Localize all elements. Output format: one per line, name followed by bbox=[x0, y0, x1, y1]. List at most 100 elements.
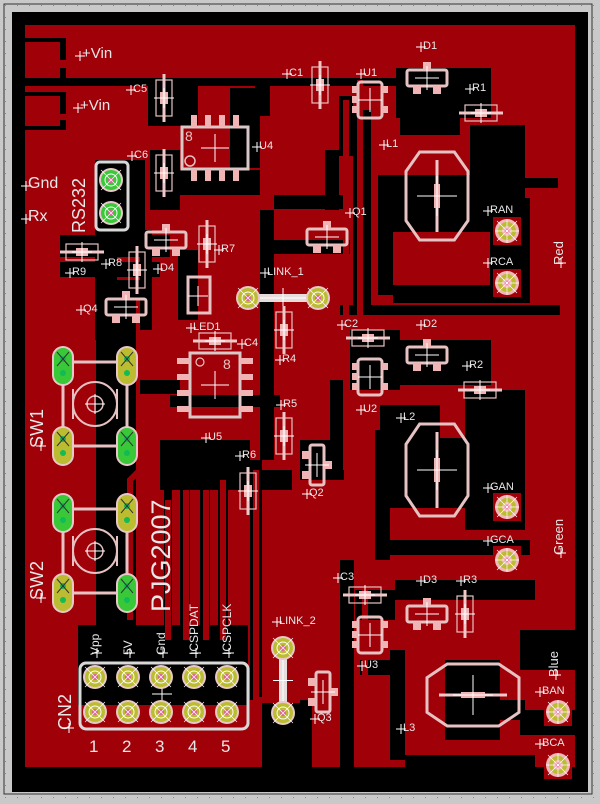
diode-d1[interactable] bbox=[405, 62, 449, 94]
refdes-d2: D2 bbox=[423, 318, 437, 330]
transistor-q3[interactable] bbox=[308, 670, 338, 714]
refdes-u2: U2 bbox=[363, 403, 377, 415]
cn2-pin-number: 3 bbox=[155, 737, 164, 756]
transistor-q1[interactable] bbox=[305, 221, 349, 253]
link-pad[interactable] bbox=[236, 286, 260, 310]
switch-pin-4[interactable] bbox=[116, 493, 138, 533]
resistor-r8[interactable] bbox=[127, 246, 147, 294]
rs232-pin-rx[interactable] bbox=[99, 201, 123, 225]
cn2-pin-5-bottom[interactable] bbox=[215, 700, 239, 724]
cn2-pin-3-top[interactable] bbox=[149, 665, 173, 689]
cn2-pin-5-top[interactable] bbox=[215, 665, 239, 689]
switch-pin-1[interactable] bbox=[52, 573, 74, 613]
rs232-pin-gnd[interactable] bbox=[99, 168, 123, 192]
switch-pin-2[interactable] bbox=[52, 346, 74, 386]
regulator-u1[interactable] bbox=[352, 80, 388, 120]
switch-sw1[interactable] bbox=[61, 360, 129, 448]
refdes-r8: R8 bbox=[108, 257, 122, 269]
refdes-r7: R7 bbox=[221, 243, 235, 255]
refdes-bca: BCA bbox=[542, 737, 565, 749]
refdes-u4: U4 bbox=[259, 140, 273, 152]
resistor-r6[interactable] bbox=[238, 467, 258, 515]
diode-d3[interactable] bbox=[405, 598, 449, 630]
red-label: Red bbox=[551, 241, 566, 265]
ic-u5[interactable]: 8 bbox=[177, 351, 253, 419]
resistor-r3[interactable] bbox=[455, 590, 475, 638]
signature-label: PJG2007 bbox=[146, 499, 176, 612]
refdes-led1: LED1 bbox=[193, 321, 221, 333]
capacitor-c2[interactable] bbox=[346, 328, 390, 348]
pad-bca[interactable] bbox=[544, 751, 572, 779]
switch-sw2[interactable] bbox=[61, 507, 129, 595]
diode-d4[interactable] bbox=[144, 224, 188, 256]
cn2-pin-signal: Vpp bbox=[88, 633, 102, 655]
cn2-pin-1-bottom[interactable] bbox=[83, 700, 107, 724]
switch-pin-1[interactable] bbox=[52, 426, 74, 466]
pad-gan[interactable] bbox=[493, 493, 521, 521]
switch-pin-4[interactable] bbox=[116, 346, 138, 386]
resistor-r2[interactable] bbox=[458, 380, 502, 400]
resistor-r5[interactable] bbox=[274, 412, 294, 460]
capacitor-c1[interactable] bbox=[310, 61, 330, 109]
refdes-q3: Q3 bbox=[317, 712, 332, 724]
refdes-r5: R5 bbox=[283, 398, 297, 410]
transistor-q2[interactable] bbox=[302, 443, 332, 487]
cn2-pin-1-top[interactable] bbox=[83, 665, 107, 689]
ic-u4[interactable]: 8 bbox=[180, 115, 250, 181]
cn2-pin-number: 1 bbox=[89, 737, 98, 756]
cn2-pin-3-bottom[interactable] bbox=[149, 700, 173, 724]
regulator-u2[interactable] bbox=[352, 357, 388, 397]
cn2-pin-signal: 5V bbox=[121, 640, 135, 655]
cn2-pin-2-bottom[interactable] bbox=[116, 700, 140, 724]
capacitor-c4[interactable] bbox=[193, 331, 237, 351]
switch-pin-3[interactable] bbox=[116, 573, 138, 613]
refdes-c1: C1 bbox=[289, 67, 303, 79]
resistor-r9[interactable] bbox=[60, 242, 104, 262]
resistor-r7[interactable] bbox=[197, 220, 217, 268]
led-led1[interactable] bbox=[186, 275, 212, 315]
refdes-r9: R9 bbox=[72, 266, 86, 278]
refdes-r1: R1 bbox=[472, 82, 486, 94]
refdes-link2: LINK_2 bbox=[279, 615, 316, 627]
refdes-r4: R4 bbox=[282, 353, 296, 365]
link-pad[interactable] bbox=[271, 701, 295, 725]
cn2-pin-number: 4 bbox=[188, 737, 197, 756]
inductor-l3[interactable] bbox=[425, 662, 521, 728]
switch-pin-3[interactable] bbox=[116, 426, 138, 466]
inductor-l2[interactable] bbox=[404, 422, 470, 518]
cn2-pin-2-top[interactable] bbox=[116, 665, 140, 689]
cn2-pin-4-top[interactable] bbox=[182, 665, 206, 689]
regulator-u3[interactable] bbox=[352, 615, 388, 655]
refdes-d3: D3 bbox=[423, 574, 437, 586]
resistor-r1[interactable] bbox=[459, 103, 503, 123]
capacitor-c5[interactable] bbox=[154, 74, 174, 122]
refdes-r3: R3 bbox=[463, 574, 477, 586]
link-pad[interactable] bbox=[306, 286, 330, 310]
refdes-c2: C2 bbox=[344, 318, 358, 330]
vin-label-bottom: +Vin bbox=[80, 97, 110, 114]
refdes-gca: GCA bbox=[490, 534, 515, 546]
resistor-r4[interactable] bbox=[274, 306, 294, 354]
refdes-u3: U3 bbox=[364, 659, 378, 671]
pad-ran[interactable] bbox=[493, 217, 521, 245]
capacitor-c3[interactable] bbox=[343, 585, 387, 605]
pin1-marker: 8 bbox=[185, 128, 193, 144]
transistor-q4[interactable] bbox=[104, 291, 148, 323]
pad-gca[interactable] bbox=[493, 546, 521, 574]
cn2-pin-4-bottom[interactable] bbox=[182, 700, 206, 724]
cn2-label: CN2 bbox=[55, 694, 75, 730]
switch-pin-2[interactable] bbox=[52, 493, 74, 533]
diode-d2[interactable] bbox=[405, 339, 449, 371]
pad-ban[interactable] bbox=[544, 698, 572, 726]
inductor-l1[interactable] bbox=[404, 150, 470, 242]
blue-label: Blue bbox=[546, 651, 561, 677]
refdes-u1: U1 bbox=[363, 67, 377, 79]
link-pad[interactable] bbox=[271, 636, 295, 660]
pad-rca[interactable] bbox=[493, 269, 521, 297]
refdes-ran: RAN bbox=[490, 204, 513, 216]
rs232-header[interactable] bbox=[94, 160, 130, 232]
refdes-c3: C3 bbox=[340, 571, 354, 583]
capacitor-c6[interactable] bbox=[154, 149, 174, 197]
